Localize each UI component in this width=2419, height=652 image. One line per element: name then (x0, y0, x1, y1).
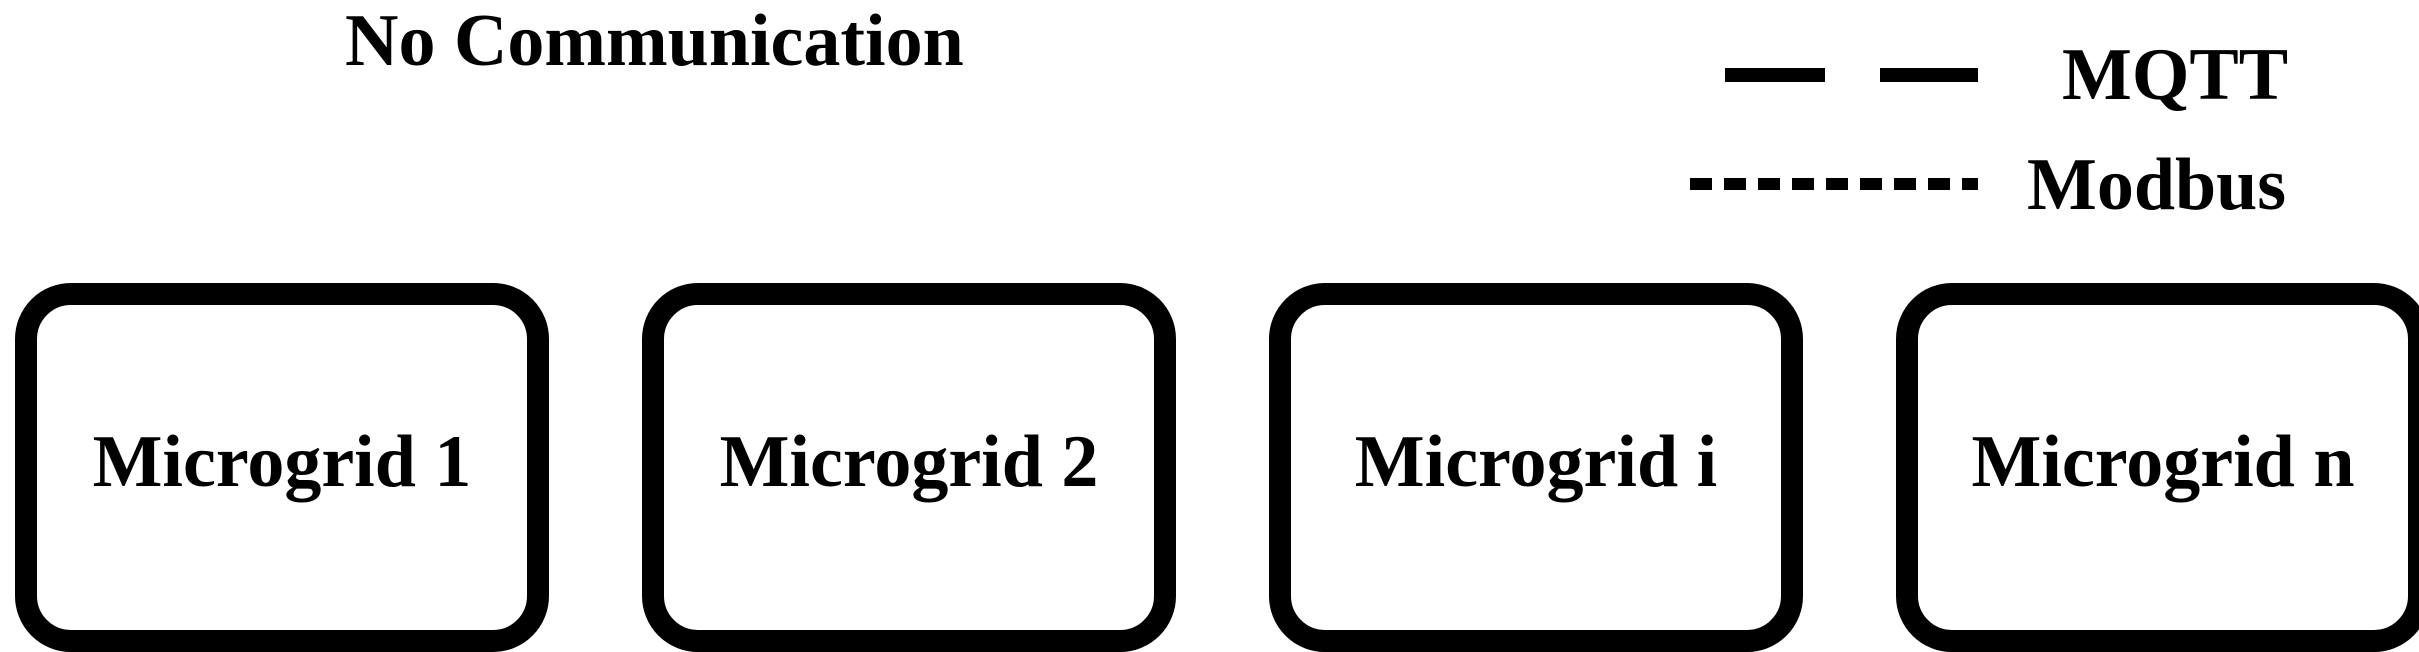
microgrid-1-label: Microgrid 1 (92, 420, 472, 503)
diagram-title: No Communication (345, 0, 964, 82)
microgrid-n-label: Microgrid n (1971, 420, 2355, 503)
microgrid-2-box: Microgrid 2 (642, 283, 1176, 652)
microgrid-2-label: Microgrid 2 (719, 420, 1099, 503)
microgrid-i-box: Microgrid i (1269, 283, 1803, 652)
microgrid-n-box: Microgrid n (1896, 283, 2419, 652)
legend-modbus-label: Modbus (2027, 144, 2287, 226)
microgrid-i-label: Microgrid i (1354, 420, 1718, 503)
legend-mqtt-label: MQTT (2062, 34, 2289, 116)
microgrid-1-box: Microgrid 1 (15, 283, 549, 652)
